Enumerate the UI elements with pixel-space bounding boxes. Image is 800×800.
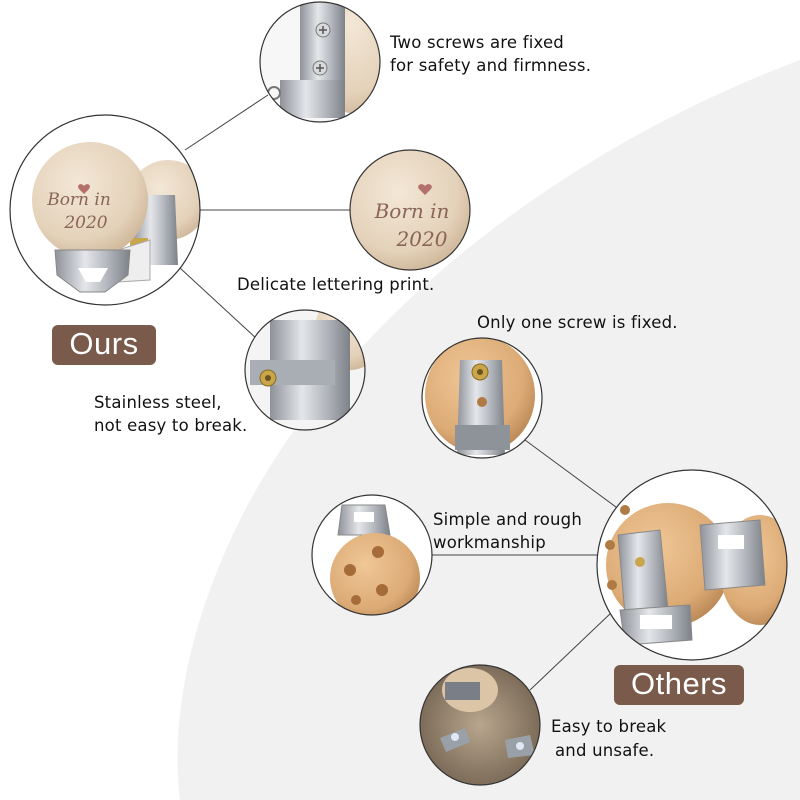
stainless-steel-closeup: [244, 309, 366, 431]
steel-label-line1: Stainless steel,: [94, 393, 222, 412]
ours-product-photo: [9, 114, 201, 306]
lettering-closeup: [349, 149, 471, 271]
lettering-label: Delicate lettering print.: [237, 275, 435, 294]
rough-workmanship-closeup: [311, 494, 433, 616]
steel-label-line2: not easy to break.: [94, 416, 248, 435]
screws-label-line1: Two screws are fixed: [390, 33, 564, 52]
lettering-engraving-line2: 2020: [396, 227, 448, 251]
screws-label-line2: for safety and firmness.: [390, 56, 592, 75]
rough-label-line2: workmanship: [433, 533, 546, 552]
one-screw-closeup: [421, 337, 543, 459]
engraving-line1: Born in: [46, 190, 111, 210]
broken-clip-photo: [419, 664, 541, 786]
one-screw-label: Only one screw is fixed.: [477, 313, 678, 332]
engraving-line2: 2020: [63, 213, 107, 233]
others-product-photo: [596, 469, 788, 661]
connector-lines: [179, 94, 621, 691]
lettering-engraving-line1: Born in: [374, 199, 450, 223]
break-label-line1: Easy to break: [551, 717, 667, 736]
rough-label-line1: Simple and rough: [433, 510, 582, 529]
heart-icon: [418, 184, 432, 195]
ours-badge: Ours: [52, 325, 156, 365]
others-badge: Others: [614, 665, 744, 705]
heart-icon: [78, 184, 90, 194]
break-label-line2: and unsafe.: [555, 741, 655, 760]
two-screws-closeup: [259, 1, 381, 123]
